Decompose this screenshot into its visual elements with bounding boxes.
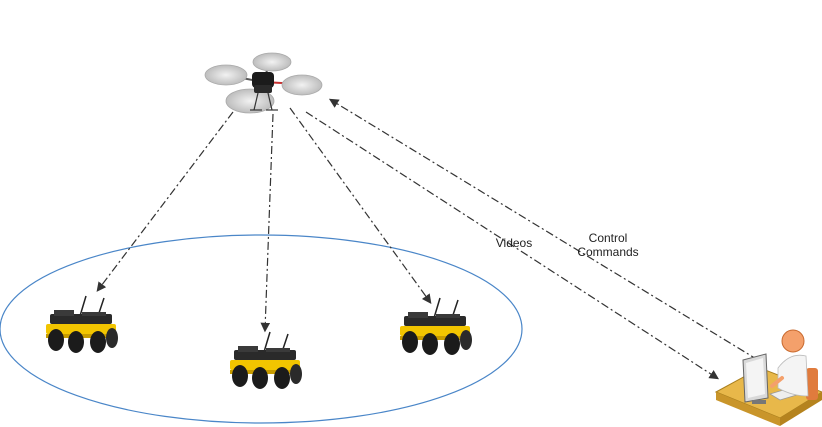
link-to-robot-1 <box>96 111 234 292</box>
videos-label: Videos <box>495 236 533 250</box>
ground-robot-icon <box>400 297 472 355</box>
formation-ellipse <box>0 234 523 424</box>
drone-icon <box>204 52 323 114</box>
control-commands-line2: Commands <box>577 245 639 259</box>
operator-workstation-icon <box>714 329 822 426</box>
link-to-robot-3 <box>289 107 432 304</box>
videos-link <box>305 111 720 380</box>
ground-robot-icon <box>230 331 302 389</box>
control-commands-link <box>328 98 759 361</box>
ground-robot-icon <box>46 295 118 353</box>
link-to-robot-2 <box>260 113 274 333</box>
control-commands-label: Control Commands <box>566 231 650 259</box>
drone-to-robot-links <box>96 107 432 333</box>
control-commands-line1: Control <box>588 231 628 245</box>
